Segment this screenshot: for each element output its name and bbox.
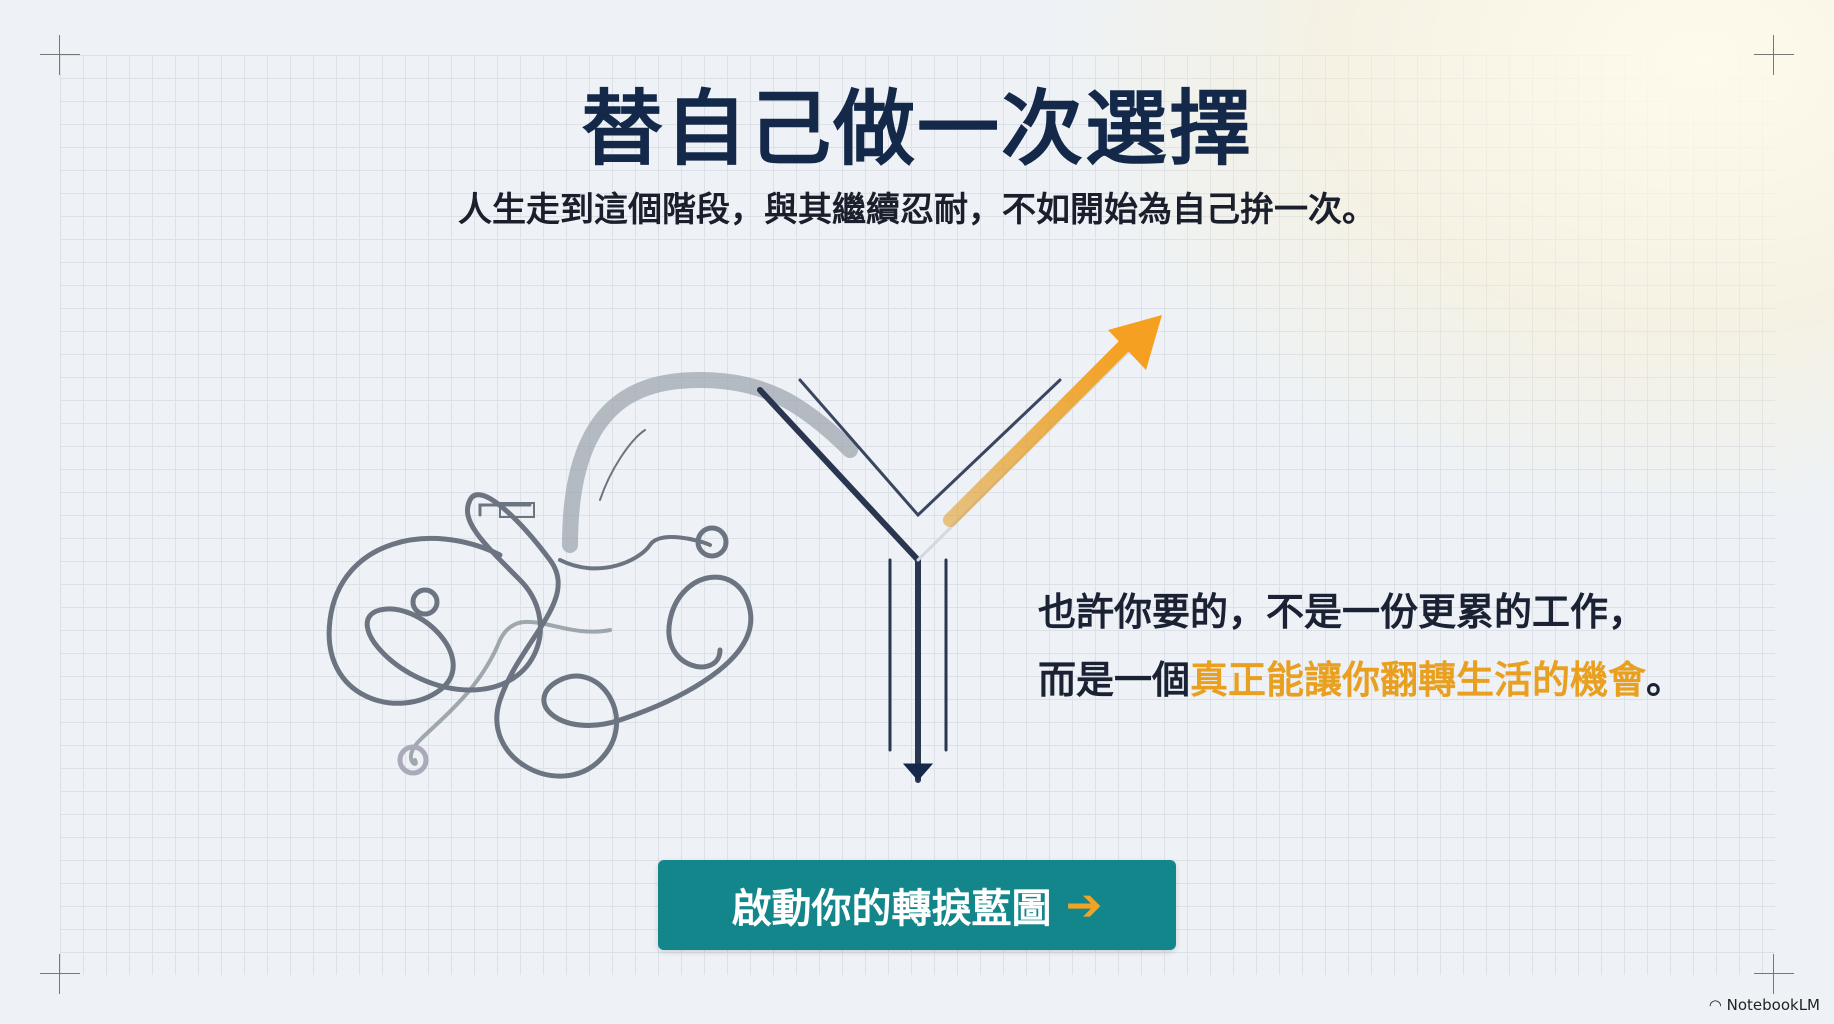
message-prefix: 而是一個 — [1038, 658, 1191, 702]
corner-mark — [1754, 954, 1794, 994]
message-suffix: 。 — [1646, 658, 1685, 702]
brand-watermark: ◠ NotebookLM — [1708, 996, 1820, 1014]
corner-mark — [1754, 35, 1794, 75]
y-fork — [757, 338, 1142, 783]
message: 也許你要的，不是一份更累的工作， 而是一個真正能讓你翻轉生活的機會。 — [1038, 578, 1684, 714]
message-line-2: 而是一個真正能讓你翻轉生活的機會。 — [1038, 646, 1684, 714]
brand-name: NotebookLM — [1726, 996, 1820, 1014]
message-highlight: 真正能讓你翻轉生活的機會 — [1190, 658, 1647, 702]
light-glow — [934, 0, 1834, 600]
arrow-right-icon: ➔ — [1065, 879, 1103, 931]
message-line-1: 也許你要的，不是一份更累的工作， — [1038, 590, 1647, 634]
subtitle: 人生走到這個階段，與其繼續忍耐，不如開始為自己拚一次。 — [458, 190, 1376, 230]
page-title: 替自己做一次選擇 — [580, 82, 1253, 177]
corner-mark — [40, 35, 80, 75]
start-blueprint-button[interactable]: 啟動你的轉捩藍圖 ➔ — [658, 860, 1176, 950]
rising-arrow-icon — [943, 315, 1162, 527]
tangled-path — [326, 371, 858, 779]
corner-mark — [40, 954, 80, 994]
button-label: 啟動你的轉捩藍圖 — [731, 886, 1052, 932]
